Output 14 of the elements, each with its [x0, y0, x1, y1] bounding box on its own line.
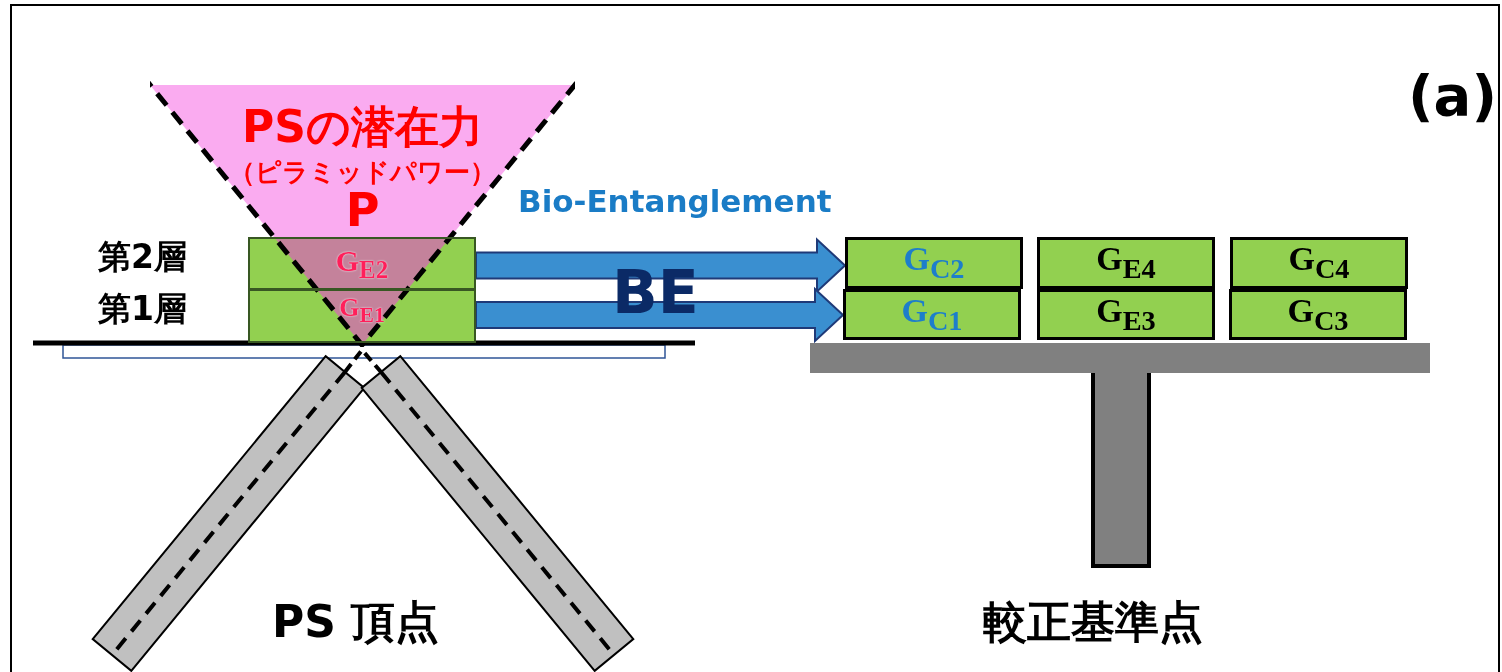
annotation-text: Bio-Entanglement — [518, 186, 832, 217]
heading: PSの潜在力 — [241, 105, 484, 149]
subheading: （ピラミッドパワー） — [228, 159, 497, 185]
layer-box: G$_{E4}$ — [1037, 237, 1215, 289]
layer-box: G$_{C4}$ — [1230, 237, 1408, 289]
layer-box: G$_{C1}$ — [843, 289, 1021, 340]
layer-box: G$_{C2}$ — [845, 237, 1023, 289]
layer-label: 第2層 — [98, 240, 187, 273]
layer-label: 第1層 — [98, 292, 187, 325]
caption-label: PS 頂点 — [272, 600, 440, 644]
caption-label: 較正基準点 — [983, 600, 1203, 644]
panel-label: (a) — [1408, 68, 1497, 124]
layer-box: G$_{E3}$ — [1037, 289, 1215, 340]
layer-box: G$_{C3}$ — [1229, 289, 1407, 340]
